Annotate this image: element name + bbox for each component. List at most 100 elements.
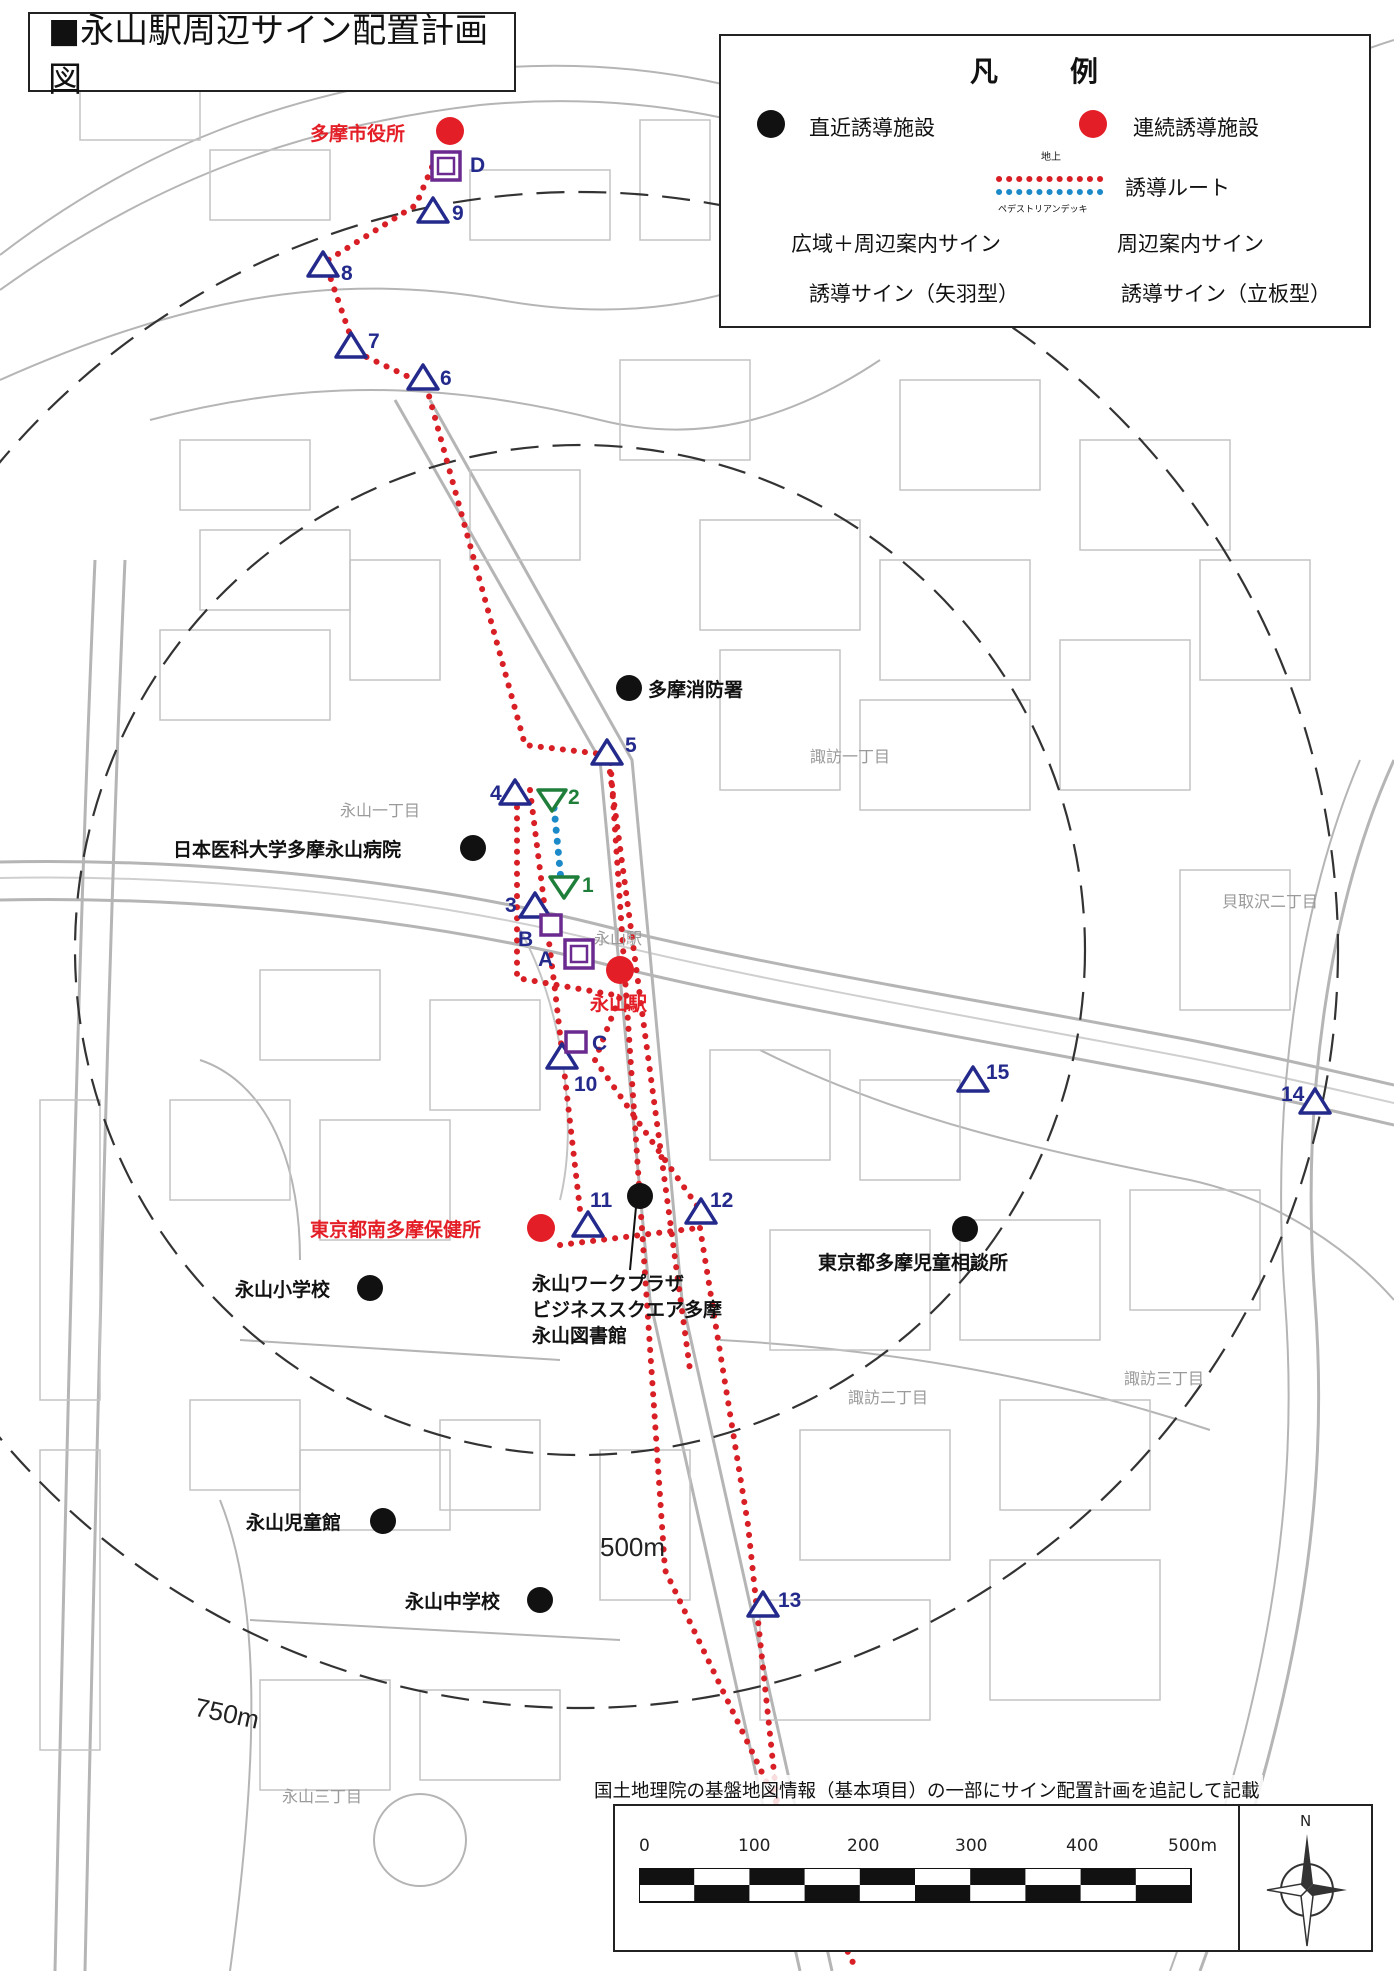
- scale-bar: [639, 1868, 1192, 1903]
- map-title: ■永山駅周辺サイン配置計画図: [48, 11, 489, 100]
- label-shobosho: 多摩消防署: [648, 678, 743, 701]
- wide-sign-A: [563, 938, 595, 970]
- compass-icon: [1266, 1834, 1347, 1947]
- legend-nearby-label: 直近誘導施設: [809, 116, 935, 140]
- sign-label-1: 1: [582, 874, 594, 897]
- sign-label-8: 8: [341, 262, 353, 285]
- scale-tick: 0: [639, 1836, 650, 1856]
- sign-label-12: 12: [710, 1189, 733, 1212]
- arrow-sign-13: [746, 1590, 780, 1618]
- arrow-sign-4: [498, 778, 532, 806]
- board-numbers: 1 2: [568, 786, 594, 897]
- legend-panel: 凡 例 直近誘導施設 連続誘導施設 地上 ペデストリアンデッキ 誘導ルート 広域…: [719, 34, 1371, 328]
- board-sign-1: [548, 875, 580, 900]
- sign-label-4: 4: [490, 782, 502, 805]
- scale-tick: 100: [738, 1836, 771, 1856]
- facility-dot-shiyakusho: [436, 117, 464, 145]
- arrow-sign-15: [956, 1065, 990, 1093]
- continuous-facility-labels: 多摩市役所 永山駅 東京都南多摩保健所: [310, 122, 648, 1241]
- facility-dot-hokenjo: [527, 1214, 555, 1242]
- board-signs: [536, 279, 1108, 900]
- label-jidokan: 永山児童館: [245, 1511, 341, 1534]
- legend-route-deck-tag: ペデストリアンデッキ: [998, 205, 1088, 215]
- sign-label-3: 3: [505, 894, 517, 917]
- sign-label-2: 2: [568, 786, 580, 809]
- place-nagayama-1: 永山一丁目: [340, 802, 420, 820]
- circle-500m: [73, 443, 1087, 1457]
- area-sign-C: [564, 1030, 588, 1054]
- sign-label-5: 5: [625, 734, 637, 757]
- north-label: N: [1300, 1812, 1312, 1830]
- square-letters: A D B C: [470, 154, 607, 1055]
- base-map: [0, 39, 1394, 1971]
- sign-label-6: 6: [440, 367, 452, 390]
- facility-dot-nagayama-station: [606, 956, 634, 984]
- nearby-facility-labels: 多摩消防署 日本医科大学多摩永山病院 永山ワークプラザ ビジネススクエア多摩 永…: [173, 678, 1008, 1613]
- circle-750m: [0, 191, 1339, 1709]
- arrow-sign-10: [545, 1042, 579, 1070]
- facility-dot-shogakko: [357, 1275, 383, 1301]
- arrow-sign-11: [571, 1210, 605, 1238]
- sign-label-15: 15: [986, 1061, 1010, 1084]
- sign-label-A: A: [538, 948, 553, 971]
- legend-wide-label: 広域＋周辺案内サイン: [791, 232, 1001, 256]
- label-hospital: 日本医科大学多摩永山病院: [173, 838, 401, 861]
- arrow-sign-9: [416, 196, 450, 224]
- facility-dot-jido-sodan: [952, 1216, 978, 1242]
- arrow-sign-6: [406, 363, 440, 391]
- legend-arrow-label: 誘導サイン（矢羽型）: [809, 282, 1019, 306]
- radius-circles: [0, 191, 1339, 1709]
- place-suwa-1: 諏訪一丁目: [810, 748, 890, 766]
- legend-symbols: [757, 110, 1112, 195]
- arrow-sign-3: [518, 891, 552, 919]
- label-chugakko: 永山中学校: [404, 1590, 501, 1613]
- label-business-square: ビジネススクエア多摩: [532, 1298, 722, 1321]
- radius-labels: 500m 750m: [192, 1532, 665, 1735]
- area-sign-B: [539, 913, 563, 937]
- workplaza-leader: [629, 1206, 637, 1271]
- arrow-sign-12: [684, 1197, 718, 1225]
- legend-route-ground-tag: 地上: [1041, 152, 1061, 163]
- sign-label-B: B: [518, 928, 533, 951]
- scale-tick: 200: [847, 1836, 880, 1856]
- map-title-box: ■永山駅周辺サイン配置計画図: [28, 11, 516, 100]
- label-workplaza: 永山ワークプラザ: [531, 1272, 684, 1295]
- arrow-sign-5: [590, 738, 624, 766]
- legend-nearby-dot: [757, 110, 785, 138]
- label-hokenjo: 東京都南多摩保健所: [310, 1218, 481, 1241]
- legend-route-label: 誘導ルート: [1125, 176, 1230, 200]
- arrow-sign-7: [334, 331, 368, 359]
- arrow-sign-14: [1298, 1087, 1332, 1115]
- legend-continuous-dot: [1079, 110, 1107, 138]
- label-shiyakusho: 多摩市役所: [310, 122, 405, 145]
- place-labels: 諏訪一丁目 永山一丁目 永山駅 諏訪二丁目 諏訪三丁目 貝取沢二丁目 永山三丁目: [282, 748, 1318, 1806]
- sign-label-14: 14: [1281, 1083, 1305, 1106]
- place-suwa-2: 諏訪二丁目: [848, 1389, 928, 1407]
- route-ground: [321, 164, 860, 1971]
- label-shogakko: 永山小学校: [234, 1278, 331, 1301]
- north-arrow-panel: N: [1238, 1804, 1373, 1952]
- legend-heading: 凡 例: [969, 55, 1120, 88]
- legend-board-label: 誘導サイン（立板型）: [1121, 282, 1331, 306]
- legend-area-label: 周辺案内サイン: [1117, 232, 1264, 256]
- scale-bar-panel: 0 100 200 300 400 500m: [613, 1804, 1373, 1952]
- facility-dot-hospital: [460, 835, 486, 861]
- scale-tick: 300: [955, 1836, 988, 1856]
- arrow-sign-8: [306, 250, 340, 278]
- legend-continuous-label: 連続誘導施設: [1133, 116, 1259, 140]
- scale-tick: 400: [1066, 1836, 1099, 1856]
- facility-dot-chugakko: [527, 1587, 553, 1613]
- board-sign-2: [536, 788, 568, 813]
- sign-label-7: 7: [368, 330, 380, 353]
- sign-label-9: 9: [452, 202, 464, 225]
- sign-numbers: 3 4 5 6 7 8 9 10 11 12 13 14 15: [341, 202, 1305, 1612]
- place-station-small: 永山駅: [594, 930, 642, 948]
- sign-label-10: 10: [574, 1073, 597, 1096]
- facility-dot-workplaza: [627, 1183, 653, 1209]
- route-deck: [549, 793, 565, 884]
- label-jido-sodan: 東京都多摩児童相談所: [818, 1251, 1008, 1274]
- place-nagayama-3: 永山三丁目: [282, 1788, 362, 1806]
- place-suwa-3: 諏訪三丁目: [1124, 1370, 1204, 1388]
- sign-label-D: D: [470, 154, 485, 177]
- sign-label-C: C: [592, 1032, 607, 1055]
